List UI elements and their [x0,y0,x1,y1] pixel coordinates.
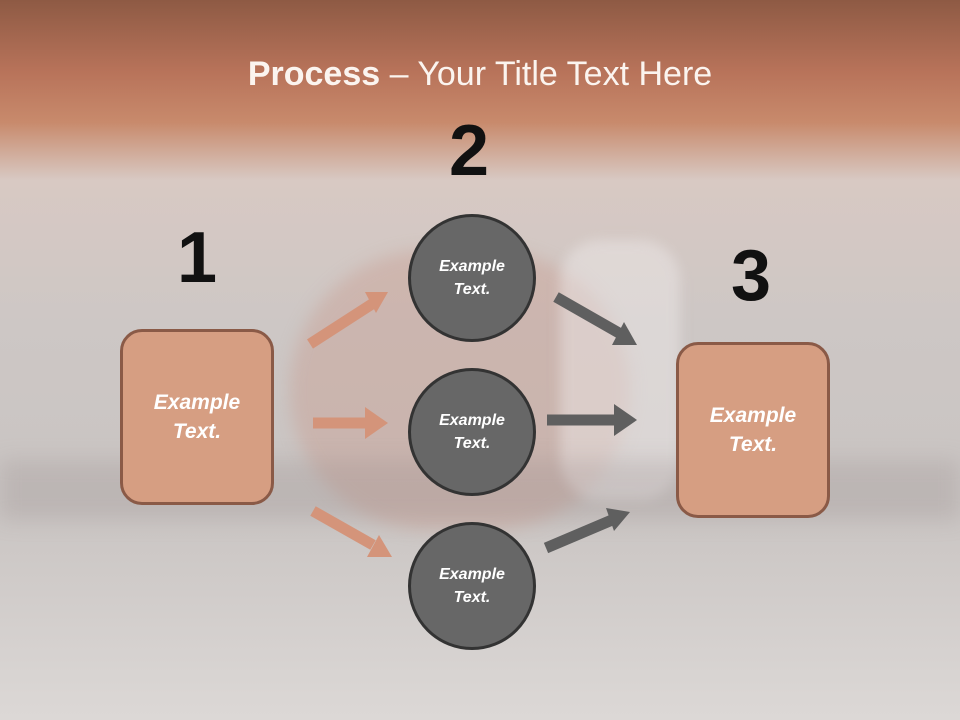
arrow-right-down [553,292,637,345]
circle-bottom-text: Example Text. [439,566,505,606]
middle-circle-bottom: Example Text. [408,522,536,650]
middle-circle-top: Example Text. [408,214,536,342]
left-box-text: Example Text. [153,391,241,443]
middle-circle-center: Example Text. [408,368,536,496]
left-step-box: Example Text. [120,329,274,505]
step-number-1: 1 [177,218,218,298]
title-bold: Process [247,55,381,93]
arrow-left-up [307,292,388,349]
arrow-right-middle [547,404,637,436]
slide-title: Process – Your Title Text Here [0,55,960,94]
step-number-2: 2 [449,111,490,191]
arrow-left-middle [313,407,388,439]
arrow-left-down [310,506,392,557]
circle-top-text: Example Text. [439,258,505,298]
arrow-right-up [543,508,630,554]
circle-center-text: Example Text. [439,412,505,452]
right-step-box: Example Text. [676,342,830,518]
step-number-3: 3 [731,236,772,316]
right-box-text: Example Text. [709,404,797,456]
background-sleeve-shape [560,240,680,500]
title-rest: – Your Title Text Here [380,55,713,93]
